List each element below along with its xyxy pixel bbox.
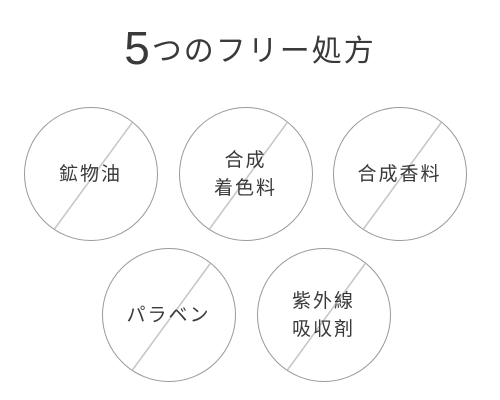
slash-icon bbox=[130, 256, 216, 373]
title-text: つのフリー処方 bbox=[151, 34, 376, 69]
badge-label-line: 合成香料 bbox=[357, 162, 442, 185]
badge-label-line: 紫外線 bbox=[291, 289, 355, 312]
badge-label-line: 合成 bbox=[224, 148, 267, 171]
badge-label-line: 吸収剤 bbox=[291, 317, 355, 340]
slash-icon bbox=[285, 256, 371, 373]
slash-icon bbox=[207, 115, 293, 232]
badge-label: パラベン bbox=[103, 249, 234, 380]
page-title: 5つのフリー処方 bbox=[0, 25, 500, 74]
badge-label: 合成香料 bbox=[334, 108, 465, 239]
slash-icon bbox=[52, 115, 138, 232]
free-badge-synthetic-fragrance: 合成香料 bbox=[333, 107, 467, 241]
badge-label-line: パラベン bbox=[126, 303, 211, 326]
slash-icon bbox=[361, 115, 447, 232]
badge-label-line: 鉱物油 bbox=[58, 162, 122, 185]
badge-label: 合成 着色料 bbox=[180, 108, 311, 239]
free-badge-synthetic-colorant: 合成 着色料 bbox=[179, 107, 313, 241]
free-badge-uv-absorber: 紫外線 吸収剤 bbox=[257, 248, 391, 382]
free-badge-mineral-oil: 鉱物油 bbox=[24, 107, 158, 241]
badge-label: 紫外線 吸収剤 bbox=[258, 249, 389, 380]
free-badge-paraben: パラベン bbox=[102, 248, 236, 382]
badge-label-line: 着色料 bbox=[213, 176, 277, 199]
title-number: 5 bbox=[124, 22, 150, 74]
badge-label: 鉱物油 bbox=[25, 108, 156, 239]
